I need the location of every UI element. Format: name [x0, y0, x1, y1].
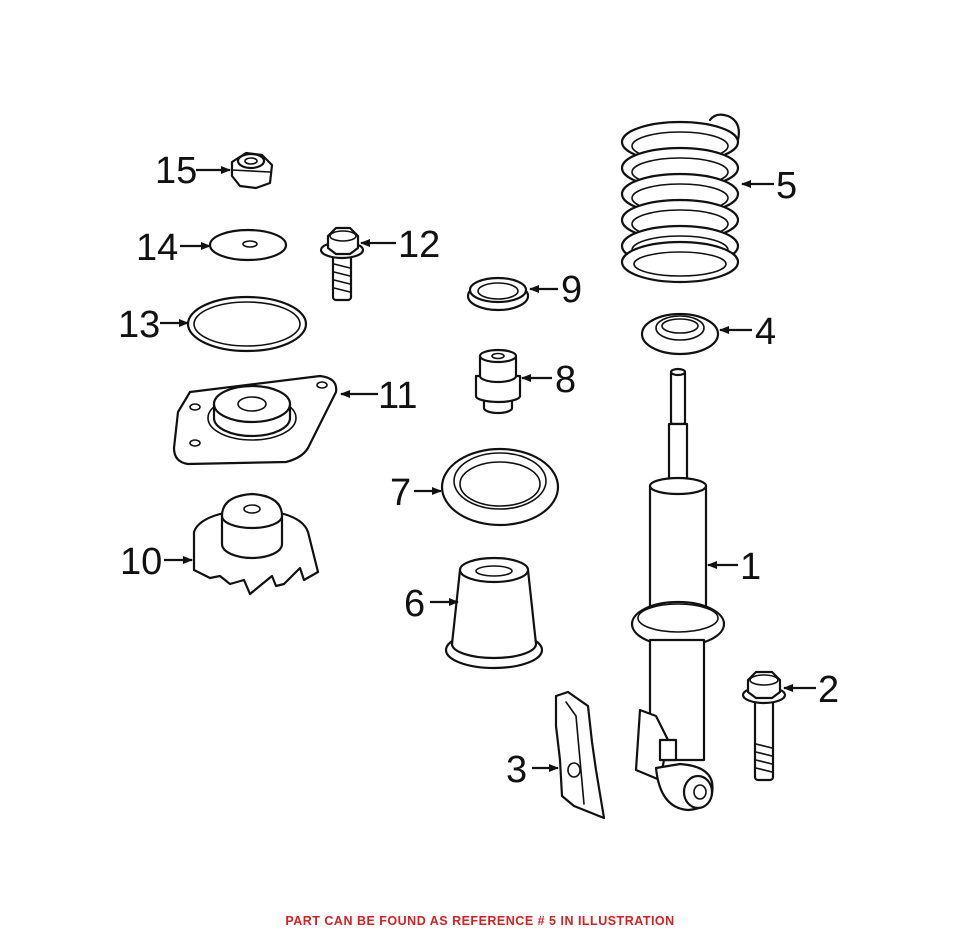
callout-2: 2	[818, 669, 839, 711]
part-14-washer	[208, 228, 288, 262]
callout-8: 8	[555, 359, 576, 401]
callout-labels: 15 14 12 13 11 10 9 8 7 6 5 4 1 2 3	[118, 150, 839, 791]
part-6-boot	[444, 556, 544, 670]
callout-13: 13	[118, 304, 160, 346]
part-15-nut	[230, 151, 274, 190]
part-11-strut-mount	[172, 374, 338, 466]
reference-note: PART CAN BE FOUND AS REFERENCE # 5 IN IL…	[285, 914, 675, 928]
callout-7: 7	[390, 472, 411, 514]
part-5-coil-spring	[620, 113, 740, 284]
callout-15: 15	[155, 150, 197, 192]
callout-6: 6	[404, 583, 425, 625]
callout-3: 3	[506, 749, 527, 791]
part-13-seal-ring	[186, 295, 308, 353]
part-9-spring-seat	[466, 276, 530, 312]
part-10-insulator	[192, 492, 320, 596]
part-4-spring-seat	[640, 312, 720, 356]
callout-arrows	[160, 166, 816, 772]
callout-14: 14	[136, 227, 178, 269]
part-2-bolt	[741, 670, 787, 782]
callout-4: 4	[755, 311, 776, 353]
callout-1: 1	[740, 546, 761, 588]
part-8-bump-stop	[474, 348, 522, 415]
callout-5: 5	[776, 165, 797, 207]
callout-9: 9	[561, 269, 582, 311]
part-3-bracket	[554, 690, 606, 820]
callout-10: 10	[120, 541, 162, 583]
part-12-bolt	[319, 226, 365, 302]
part-7-ring	[440, 447, 560, 527]
callout-11: 11	[378, 375, 417, 417]
part-1-strut	[630, 367, 726, 812]
callout-12: 12	[398, 224, 440, 266]
